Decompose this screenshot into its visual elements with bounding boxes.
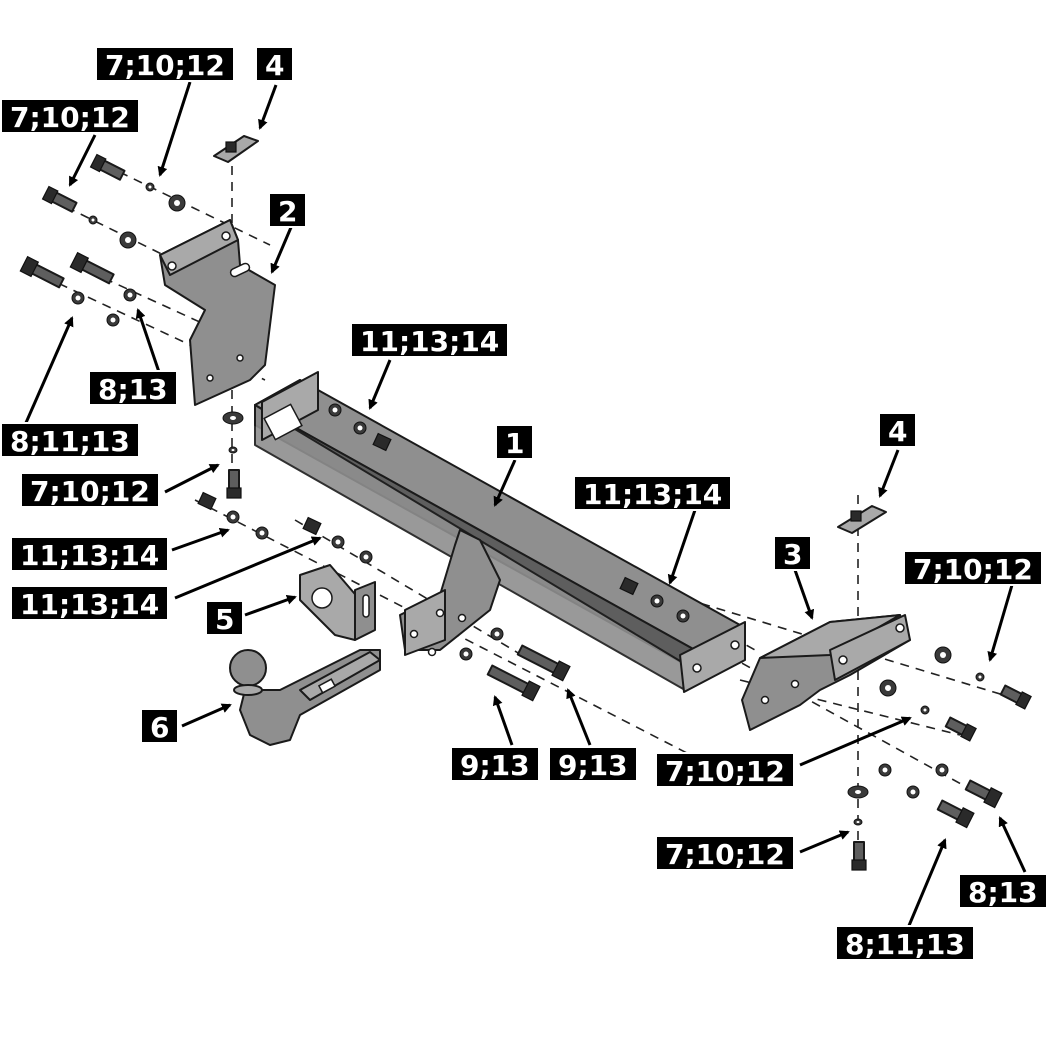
callout-label: 2 [268, 192, 308, 228]
callout-label: 7;10;12 [655, 752, 795, 788]
callout-label: 8;11;13 [835, 925, 975, 961]
callout-label: 7;10;12 [95, 46, 235, 82]
bracket-left [159, 219, 276, 406]
main-crossbar [254, 371, 746, 693]
callout-label: 3 [773, 535, 813, 571]
callout-label: 9;13 [450, 746, 540, 782]
callout-label: 7;10;12 [20, 472, 160, 508]
clamp-plate-right [837, 505, 887, 534]
callout-label: 4 [255, 46, 295, 82]
clamp-plate-left [213, 135, 259, 163]
callout-label: 4 [878, 412, 918, 448]
tow-ball-arm [229, 649, 381, 746]
callout-label: 11;13;14 [350, 322, 510, 358]
callout-label: 11;13;14 [10, 536, 170, 572]
bracket-right [741, 614, 911, 731]
socket-plate [299, 564, 376, 641]
callout-label: 8;13 [958, 873, 1048, 909]
fasteners [19, 153, 1032, 871]
callout-label: 1 [495, 424, 535, 460]
callout-label: 8;13 [88, 370, 178, 406]
callout-label: 7;10;12 [655, 835, 795, 871]
callout-label: 8;11;13 [0, 422, 140, 458]
callout-label: 7;10;12 [0, 98, 140, 134]
callout-label: 5 [205, 600, 245, 636]
callout-arrows [23, 81, 1027, 929]
callout-label: 6 [140, 708, 180, 744]
callout-label: 11;13;14 [573, 475, 733, 511]
callout-label: 7;10;12 [903, 550, 1043, 586]
callout-label: 9;13 [548, 746, 638, 782]
callout-label: 11;13;14 [10, 585, 170, 621]
